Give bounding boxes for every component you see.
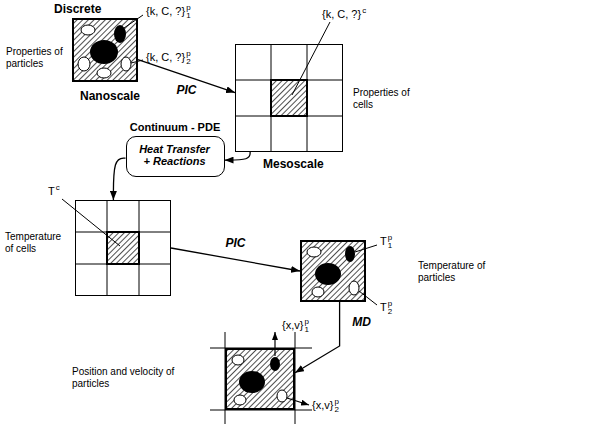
illustration-part xyxy=(124,15,143,28)
flow-arrow xyxy=(295,302,340,373)
variable-label: Tc xyxy=(48,185,60,198)
illustration-part xyxy=(345,246,355,262)
variable-label: {k, C, ?}1p xyxy=(146,4,191,20)
scale-caption: Mesoscale xyxy=(263,158,324,172)
side-caption: Temperature of cells xyxy=(5,231,71,254)
particle-cell: DiscreteProperties of particlesNanoscale xyxy=(72,18,138,82)
illustration-part xyxy=(300,240,366,302)
edge-label: PIC xyxy=(174,83,198,97)
illustration-part xyxy=(81,25,95,35)
illustration-part xyxy=(234,395,246,405)
cell-grid: Temperature of cells xyxy=(75,200,171,296)
illustration-part xyxy=(78,57,90,71)
variable-label: {k, C, ?}c xyxy=(322,8,366,21)
illustration-part xyxy=(62,199,120,246)
variable-label: {x,v}2p xyxy=(312,398,339,414)
cell-grid: Properties of cellsMesoscale xyxy=(235,44,343,152)
box-heading: Continuum - PDE xyxy=(130,121,220,134)
leader-line xyxy=(62,15,377,305)
illustration-part xyxy=(90,40,118,64)
illustration-part xyxy=(225,348,295,410)
side-caption: Properties of particles xyxy=(6,46,68,69)
variable-label: T2p xyxy=(380,300,392,316)
variable-label: {x,v}1p xyxy=(282,318,309,334)
illustration-part xyxy=(107,232,139,264)
particle-cell: Temperature of particles xyxy=(300,240,366,302)
flow-arrow xyxy=(113,158,125,200)
illustration-part xyxy=(307,247,321,257)
illustration-part xyxy=(271,80,307,116)
illustration-part xyxy=(355,245,377,252)
edge-label: PIC xyxy=(223,236,247,250)
illustration-part xyxy=(287,398,309,405)
variable-label: {k, C, ?}2p xyxy=(146,50,191,66)
scale-heading: Discrete xyxy=(54,3,101,17)
process-box: Continuum - PDEHeat Transfer + Reactions xyxy=(126,136,225,177)
variable-label: T1p xyxy=(380,234,392,250)
illustration-part xyxy=(312,287,324,297)
side-caption: Properties of cells xyxy=(353,87,415,110)
illustration-part xyxy=(232,355,244,365)
illustration-part xyxy=(277,390,287,402)
illustration-part xyxy=(359,291,377,305)
illustration-part xyxy=(239,371,265,393)
edge-label: MD xyxy=(350,315,373,329)
flow-arrow xyxy=(225,152,251,160)
illustration-part xyxy=(274,332,275,356)
illustration-part xyxy=(292,22,330,95)
illustration-part xyxy=(270,357,280,371)
particle-cell: Position and velocity of particles xyxy=(225,348,295,410)
side-caption: Position and velocity of particles xyxy=(72,366,192,389)
process-label: Heat Transfer + Reactions xyxy=(135,143,215,168)
illustration-part xyxy=(97,68,111,78)
illustration-part xyxy=(121,57,131,71)
flow-arrow xyxy=(171,248,300,271)
illustration-part xyxy=(72,18,138,82)
illustration-part xyxy=(349,281,359,295)
particle-cell xyxy=(72,18,138,82)
cell-grid xyxy=(75,200,171,296)
side-caption: Temperature of particles xyxy=(418,260,508,283)
scale-caption: Nanoscale xyxy=(80,90,140,104)
particle-cell xyxy=(300,240,366,302)
particle-cell xyxy=(210,332,312,424)
cell-grid xyxy=(235,44,343,152)
illustration-part xyxy=(315,263,341,285)
